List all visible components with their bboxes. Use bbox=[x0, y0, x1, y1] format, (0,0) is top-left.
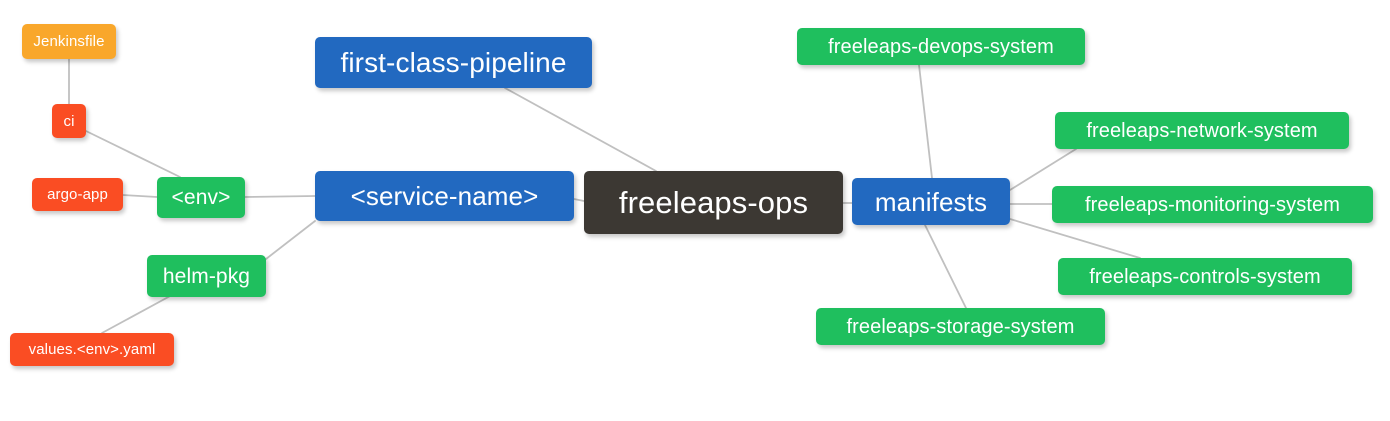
node-label-first-class-pipeline: first-class-pipeline bbox=[340, 46, 567, 78]
node-label-freeleaps-network-system: freeleaps-network-system bbox=[1086, 119, 1318, 142]
node-values-yaml[interactable]: values.<env>.yaml bbox=[10, 333, 174, 366]
edge-manifests-storage bbox=[924, 224, 967, 309]
node-label-freeleaps-storage-system: freeleaps-storage-system bbox=[846, 315, 1075, 338]
edge-firstclass-freeleapsops bbox=[504, 87, 657, 172]
node-ci[interactable]: ci bbox=[52, 104, 86, 138]
node-manifests[interactable]: manifests bbox=[852, 178, 1010, 225]
edge-env-servicename bbox=[244, 195, 316, 198]
node-first-class-pipeline[interactable]: first-class-pipeline bbox=[315, 37, 592, 88]
node-label-env: <env> bbox=[171, 186, 231, 209]
node-label-freeleaps-monitoring-system: freeleaps-monitoring-system bbox=[1084, 193, 1340, 216]
edge-manifests-controls bbox=[1009, 218, 1141, 259]
node-label-jenkinsfile: Jenkinsfile bbox=[33, 33, 105, 50]
node-helm-pkg[interactable]: helm-pkg bbox=[147, 255, 266, 297]
node-label-manifests: manifests bbox=[874, 186, 988, 217]
edge-manifests-devops bbox=[918, 64, 933, 179]
node-label-freeleaps-devops-system: freeleaps-devops-system bbox=[828, 35, 1054, 58]
node-argo-app[interactable]: argo-app bbox=[32, 178, 123, 211]
node-freeleaps-devops-system[interactable]: freeleaps-devops-system bbox=[797, 28, 1085, 65]
edge-argoapp-env bbox=[122, 194, 158, 198]
node-label-freeleaps-controls-system: freeleaps-controls-system bbox=[1089, 265, 1321, 288]
node-freeleaps-network-system[interactable]: freeleaps-network-system bbox=[1055, 112, 1349, 149]
node-jenkinsfile[interactable]: Jenkinsfile bbox=[22, 24, 116, 59]
node-label-argo-app: argo-app bbox=[47, 186, 108, 203]
node-freeleaps-ops[interactable]: freeleaps-ops bbox=[584, 171, 843, 234]
edge-manifests-network bbox=[1009, 148, 1077, 191]
node-label-freeleaps-ops: freeleaps-ops bbox=[618, 185, 809, 220]
node-service-name[interactable]: <service-name> bbox=[315, 171, 574, 221]
edge-ci-env bbox=[85, 130, 181, 178]
node-freeleaps-controls-system[interactable]: freeleaps-controls-system bbox=[1058, 258, 1352, 295]
node-label-helm-pkg: helm-pkg bbox=[162, 264, 251, 288]
node-freeleaps-storage-system[interactable]: freeleaps-storage-system bbox=[816, 308, 1105, 345]
node-label-values-yaml: values.<env>.yaml bbox=[28, 341, 156, 358]
edge-helmpkg-valuesyaml bbox=[101, 294, 173, 334]
node-env[interactable]: <env> bbox=[157, 177, 245, 218]
edge-servicename-freeleapsops bbox=[573, 198, 585, 202]
node-label-ci: ci bbox=[63, 112, 75, 130]
node-label-service-name: <service-name> bbox=[350, 181, 539, 211]
node-freeleaps-monitoring-system[interactable]: freeleaps-monitoring-system bbox=[1052, 186, 1373, 223]
edge-servicename-helmpkg bbox=[265, 220, 316, 260]
